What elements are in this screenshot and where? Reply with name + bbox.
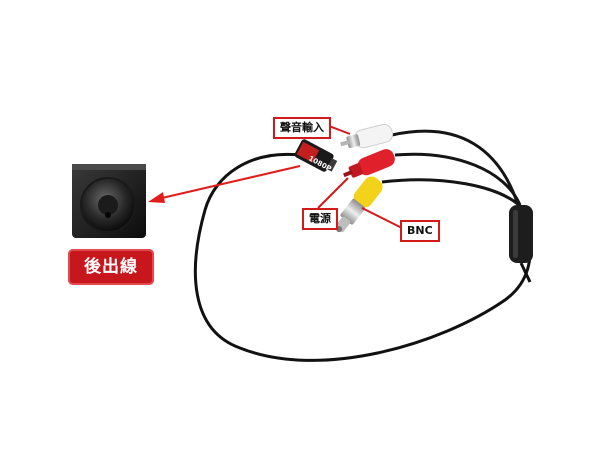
micro-connector bbox=[294, 139, 338, 172]
leader-power bbox=[317, 177, 349, 209]
rca-white-plug bbox=[340, 123, 394, 149]
wire-white bbox=[391, 129, 520, 206]
audio-input-label: 聲音輸入 bbox=[273, 117, 331, 139]
rear-cable-badge: 後出線 bbox=[68, 249, 154, 285]
cable-splitter bbox=[509, 205, 533, 283]
power-label: 電源 bbox=[302, 208, 338, 230]
wire-yellow bbox=[381, 178, 524, 210]
bnc-connector bbox=[335, 176, 383, 233]
camera-module bbox=[72, 164, 146, 238]
bnc-label: BNC bbox=[400, 220, 440, 242]
leader-bnc bbox=[361, 207, 403, 229]
arrow-to-camera bbox=[148, 165, 301, 203]
wire-red bbox=[394, 152, 522, 206]
cable-loop bbox=[193, 152, 533, 362]
rca-red-plug bbox=[343, 149, 395, 178]
leader-audio bbox=[328, 125, 351, 135]
